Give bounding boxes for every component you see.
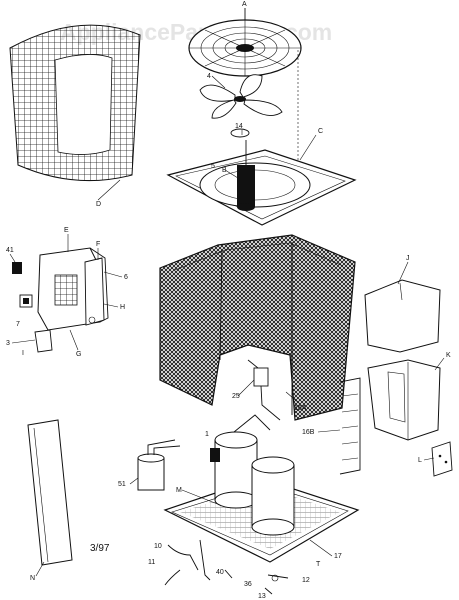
part-labels: A 4 14 5 B C D E F 6 H 41 7 3 I G J K L … bbox=[6, 1, 451, 600]
label-K: K bbox=[446, 352, 451, 359]
capacitor-small bbox=[19, 294, 33, 308]
label-T: T bbox=[316, 561, 321, 568]
label-13: 13 bbox=[258, 593, 266, 600]
label-B: B bbox=[222, 167, 227, 174]
wire-guard bbox=[9, 24, 141, 182]
condenser-coil bbox=[159, 234, 356, 421]
contactor bbox=[12, 262, 22, 274]
label-7: 7 bbox=[16, 321, 20, 328]
fan-motor bbox=[237, 140, 255, 211]
label-J: J bbox=[406, 255, 410, 262]
label-E: E bbox=[64, 227, 69, 234]
label-3: 3 bbox=[6, 340, 10, 347]
access-panel bbox=[364, 279, 441, 353]
label-12: 12 bbox=[302, 577, 310, 584]
date-code: 3/97 bbox=[90, 543, 110, 554]
label-C: C bbox=[318, 128, 323, 135]
fan-grille bbox=[188, 19, 302, 77]
label-G: G bbox=[76, 351, 81, 358]
label-1: 1 bbox=[205, 431, 209, 438]
label-10: 10 bbox=[154, 543, 162, 550]
side-panel bbox=[27, 419, 73, 566]
label-D: D bbox=[96, 201, 101, 208]
label-36: 36 bbox=[244, 581, 252, 588]
label-A: A bbox=[242, 1, 247, 8]
label-14: 14 bbox=[235, 123, 243, 130]
label-H: H bbox=[120, 304, 125, 311]
mounting-bracket bbox=[431, 441, 453, 477]
label-M: M bbox=[176, 487, 182, 494]
compressor-right bbox=[251, 456, 295, 536]
label-4: 4 bbox=[207, 73, 211, 80]
label-F: F bbox=[96, 241, 100, 248]
top-panel bbox=[166, 149, 357, 226]
label-41: 41 bbox=[6, 247, 14, 254]
label-16A: 16A bbox=[294, 405, 307, 412]
label-40: 40 bbox=[216, 569, 224, 576]
control-box bbox=[37, 247, 109, 331]
label-N: N bbox=[30, 575, 35, 582]
service-valve bbox=[247, 359, 281, 421]
label-25: 25 bbox=[232, 393, 240, 400]
leader-lines bbox=[9, 75, 445, 577]
tubing-16b bbox=[339, 377, 361, 475]
wiring-harness bbox=[164, 539, 289, 595]
run-capacitor bbox=[137, 439, 181, 491]
fan-blade bbox=[199, 74, 283, 119]
corner-panel bbox=[367, 359, 441, 441]
label-L: L bbox=[418, 457, 422, 464]
label-51: 51 bbox=[118, 481, 126, 488]
label-11: 11 bbox=[148, 559, 155, 566]
label-16B: 16B bbox=[302, 429, 315, 436]
label-5: 5 bbox=[211, 163, 215, 170]
label-17: 17 bbox=[334, 553, 342, 560]
compressor-left bbox=[210, 431, 258, 509]
label-6: 6 bbox=[124, 274, 128, 281]
fan-nut bbox=[230, 128, 250, 138]
label-I: I bbox=[22, 350, 24, 357]
relay bbox=[34, 329, 53, 353]
